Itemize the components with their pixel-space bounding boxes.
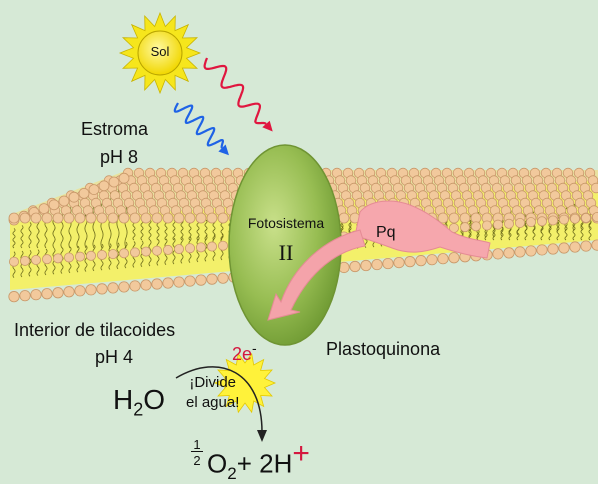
fraction-bar (191, 451, 203, 452)
split-burst (213, 352, 277, 414)
photosystem-numeral: II (278, 240, 294, 265)
plastoquinone-abbr: Pq (376, 224, 396, 241)
plastoquinone-label: Plastoquinona (326, 339, 441, 359)
blue-light-arrowhead (218, 144, 229, 156)
products-formula: O2+ 2H+ (207, 437, 310, 483)
lumen-ph: pH 4 (95, 347, 134, 367)
plastoquinone-shape (354, 200, 491, 259)
electrons-label: 2e- (232, 340, 257, 364)
sun-icon (118, 11, 202, 95)
fraction-numerator: 1 (193, 437, 201, 452)
fraction-denominator: 2 (193, 453, 201, 468)
sun-label: Sol (150, 44, 170, 59)
split-arrow-head (257, 430, 267, 442)
lumen-label: Interior de tilacoides (14, 320, 176, 340)
water-formula: H2O (113, 384, 166, 420)
stroma-label: Estroma (81, 119, 149, 139)
split-arrow (175, 366, 263, 433)
blue-light-wave (173, 102, 225, 149)
red-light-arrowhead (262, 120, 273, 132)
stroma-ph: pH 8 (100, 147, 139, 167)
red-light-wave (203, 57, 267, 125)
plastoquinone-arrow (267, 229, 366, 321)
photosystem-label: Fotosistema (247, 215, 325, 231)
